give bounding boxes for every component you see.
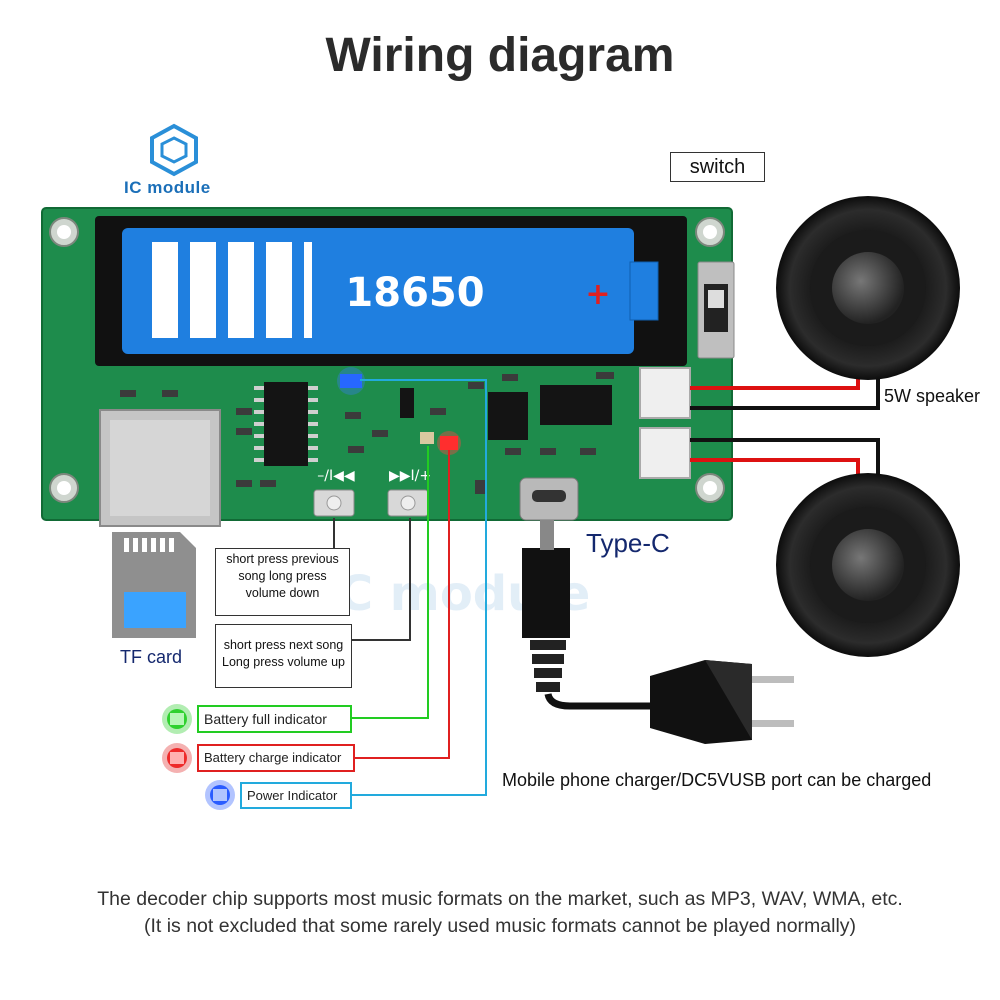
next-button-board-label: ▶▶I/+ — [389, 468, 431, 484]
speaker-label: 5W speaker — [884, 386, 981, 406]
battery-charge-label: Battery charge indicator — [197, 744, 355, 772]
footer-line-1: The decoder chip supports most music for… — [97, 888, 903, 910]
blue-led-icon — [205, 780, 235, 810]
type-c-label: Type-C — [586, 528, 670, 558]
green-led-icon — [162, 704, 192, 734]
tf-card-icon — [112, 532, 196, 638]
footer-line-2: (It is not excluded that some rarely use… — [143, 915, 857, 937]
full-led — [420, 432, 434, 444]
charger-label: Mobile phone charger/DC5VUSB port can be… — [502, 770, 932, 790]
tf-card-label: TF card — [120, 647, 183, 667]
speaker-icon — [776, 196, 960, 380]
prev-button-board-label: –/I◀◀ — [317, 468, 355, 484]
battery-full-label: Battery full indicator — [197, 705, 352, 733]
mounting-holes — [49, 217, 725, 503]
speaker-icon — [776, 473, 960, 657]
page-title: Wiring diagram — [325, 29, 675, 82]
battery-label: 18650 — [345, 270, 484, 316]
next-button-description: short press next song Long press volume … — [215, 624, 352, 688]
red-led-icon — [162, 743, 192, 773]
charge-led — [440, 436, 458, 450]
battery-level-bars — [152, 242, 312, 338]
power-indicator-label: Power Indicator — [240, 782, 352, 809]
usb-charger-icon — [522, 520, 794, 744]
hexagon-chip-logo-icon — [150, 123, 198, 177]
prev-button-description: short press previous song long press vol… — [215, 548, 350, 616]
speaker-connector-2 — [639, 427, 691, 479]
power-led — [340, 374, 362, 388]
switch-label: switch — [670, 152, 765, 182]
logo-text: IC module — [124, 178, 211, 197]
speaker-connector-1 — [639, 367, 691, 419]
battery-plus: + — [585, 277, 610, 312]
